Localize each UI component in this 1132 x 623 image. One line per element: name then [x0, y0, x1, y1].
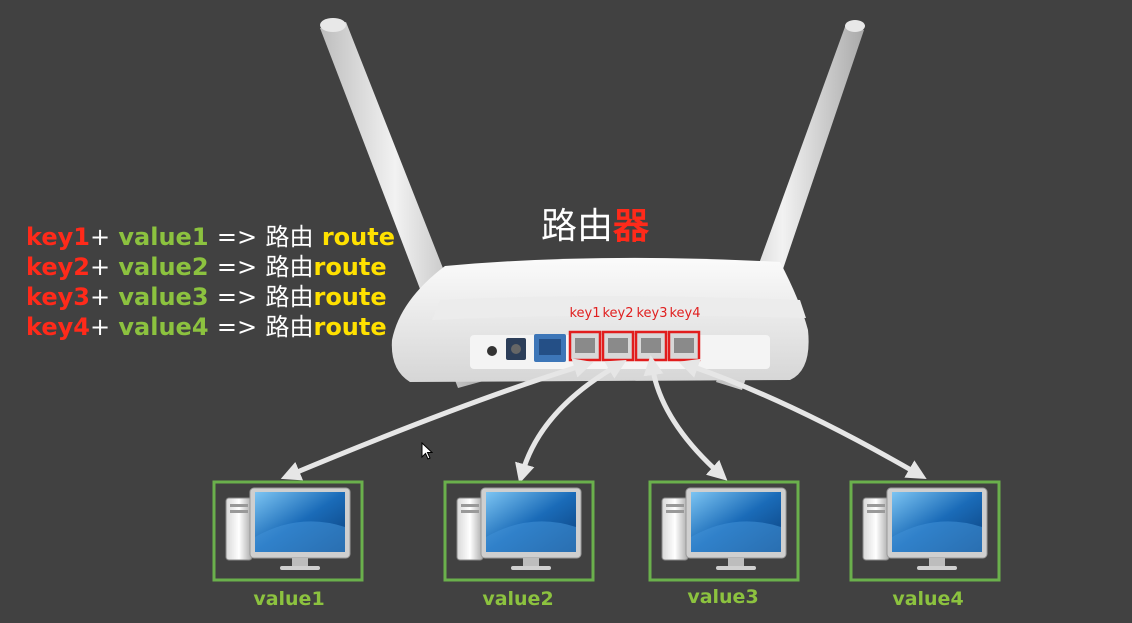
key-value-mapping: key1+ value1 => 路由 route key2+ value2 =>… [26, 222, 395, 342]
mapping-key: key4 [26, 313, 90, 341]
mapping-row: key4+ value4 => 路由route [26, 313, 387, 341]
router-title: 路由器 [541, 206, 650, 247]
lan-port-1-icon [568, 330, 602, 362]
computer-frame [443, 480, 595, 582]
computer-label-value3: value3 [687, 586, 759, 608]
arrow-key2-value2 [515, 360, 627, 484]
mapping-value: value4 [118, 313, 209, 341]
arrow-key4-value4 [678, 358, 927, 480]
computer-frame [212, 480, 364, 582]
computer-3 [648, 480, 800, 582]
mapping-route: route [313, 313, 387, 341]
mapping-key: key1 [26, 223, 90, 251]
mapping-key: key3 [26, 283, 90, 311]
mapping-row: key3+ value3 => 路由route [26, 283, 387, 311]
computer-frame [849, 480, 1001, 582]
lan-port-4-icon [667, 330, 701, 362]
mapping-route: route [313, 283, 387, 311]
mapping-value: value1 [118, 223, 209, 251]
computer-frame [648, 480, 800, 582]
mapping-key: key2 [26, 253, 90, 281]
lan-port-2-icon [601, 330, 635, 362]
reset-button-icon [487, 346, 497, 356]
tower-icon [456, 497, 484, 561]
lan-port-3-icon [634, 330, 668, 362]
computer-1 [212, 480, 364, 582]
mouse-cursor-icon [421, 442, 433, 460]
arrow-key3-value3 [643, 355, 728, 481]
router [320, 18, 865, 390]
mapping-route: route [313, 253, 387, 281]
tower-icon [661, 497, 689, 561]
computer-label-value2: value2 [482, 588, 554, 610]
port-label-key4: key4 [669, 306, 701, 321]
computer-2 [443, 480, 595, 582]
mapping-row: key2+ value2 => 路由route [26, 253, 387, 281]
tower-icon [225, 497, 253, 561]
computer-label-value4: value4 [892, 588, 964, 610]
mapping-row: key1+ value1 => 路由 route [26, 223, 396, 251]
computer-label-value1: value1 [253, 588, 325, 610]
port-label-key2: key2 [602, 306, 634, 321]
port-label-key1: key1 [569, 306, 601, 321]
connection-arrows [280, 355, 927, 484]
computer-4 [849, 480, 1001, 582]
tower-icon [862, 497, 890, 561]
port-label-key3: key3 [636, 306, 668, 321]
mapping-route: route [321, 223, 396, 251]
mapping-value: value2 [118, 253, 209, 281]
mapping-value: value3 [118, 283, 209, 311]
